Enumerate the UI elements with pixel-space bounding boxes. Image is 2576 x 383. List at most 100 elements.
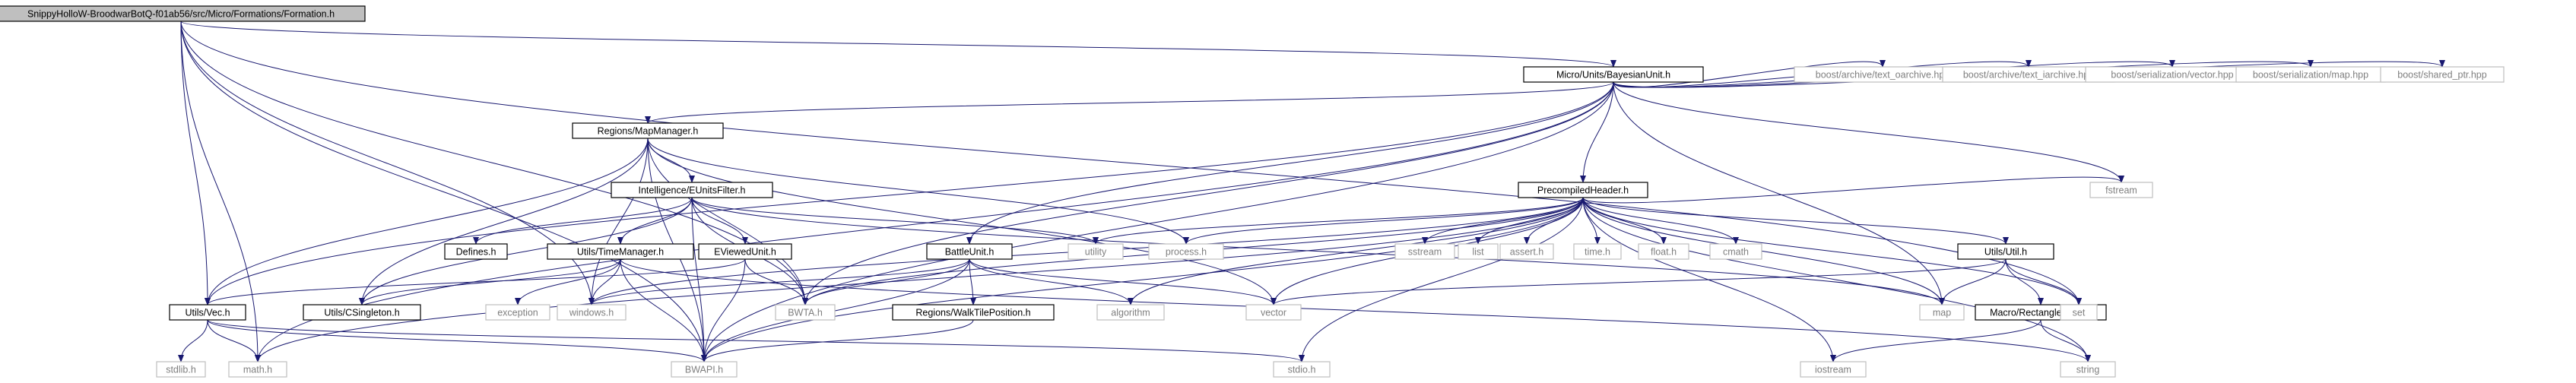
edge-battle-to-walktile <box>969 258 976 305</box>
edge-precomp-to-float <box>1582 197 1667 245</box>
node-fstream-box <box>2089 182 2153 198</box>
node-list-box <box>1458 243 1499 260</box>
node-set: set <box>2060 304 2098 321</box>
edge-mapmgr-to-vec <box>205 138 649 305</box>
node-utility-label: utility <box>1085 246 1107 257</box>
node-bayes-box <box>1523 66 1704 83</box>
node-eviewed-box <box>698 243 792 260</box>
edge-vec-to-stdio <box>207 319 1305 362</box>
node-utility-box <box>1068 243 1124 260</box>
node-map-box <box>1919 304 1965 321</box>
node-bmap: boost/serialization/map.hpp <box>2235 66 2386 83</box>
edge-precomp-to-sstream <box>1422 197 1584 245</box>
edge-eviewed-to-vec <box>205 258 746 305</box>
node-timemgr-box <box>547 243 694 260</box>
node-bwta: BWTA.h <box>775 304 836 321</box>
nodes-layer: SnippyHolloW-BroodwarBotQ-f01ab56/src/Mi… <box>0 5 2505 378</box>
node-string: string <box>2060 361 2116 378</box>
node-bvector: boost/serialization/vector.hpp <box>2085 66 2260 83</box>
node-sstream: sstream <box>1394 243 1455 260</box>
node-bwta-label: BWTA.h <box>788 307 823 318</box>
node-toarch-label: boost/archive/text_oarchive.hpp <box>1816 69 1950 80</box>
node-eviewed[interactable]: EViewedUnit.h <box>698 243 792 260</box>
node-bwapi: BWAPI.h <box>671 361 738 378</box>
node-precomp-box <box>1518 182 1648 198</box>
edge-precomp-to-stdio <box>1299 197 1584 362</box>
node-vector-box <box>1245 304 1302 321</box>
node-bwapi-box <box>671 361 738 378</box>
node-cmath-label: cmath <box>1723 246 1749 257</box>
node-eunits[interactable]: Intelligence/EUnitsFilter.h <box>611 182 773 198</box>
node-toarch: boost/archive/text_oarchive.hpp <box>1794 66 1972 83</box>
node-vec-label: Utils/Vec.h <box>185 307 230 318</box>
node-stdlib: stdlib.h <box>156 361 206 378</box>
node-iostream-box <box>1800 361 1867 378</box>
node-timemgr-label: Utils/TimeManager.h <box>577 246 664 257</box>
edge-bayes-to-bwta <box>802 81 1614 305</box>
edge-utilsutil-to-rectarr <box>2005 258 2044 305</box>
node-precomp[interactable]: PrecompiledHeader.h <box>1518 182 1648 198</box>
edge-battle-to-windows <box>588 258 970 305</box>
node-map-label: map <box>1933 307 1951 318</box>
node-process-label: process.h <box>1166 246 1207 257</box>
node-root[interactable]: SnippyHolloW-BroodwarBotQ-f01ab56/src/Mi… <box>0 5 366 22</box>
node-utilsutil[interactable]: Utils/Util.h <box>1957 243 2054 260</box>
edge-utilsutil-to-vector <box>1271 258 2007 305</box>
node-string-box <box>2060 361 2116 378</box>
node-walktile-label: Regions/WalkTilePosition.h <box>915 307 1030 318</box>
node-float-label: float.h <box>1651 246 1677 257</box>
edge-eviewed-to-bwapi <box>701 258 746 362</box>
edge-timemgr-to-csingleton <box>359 258 621 305</box>
node-walktile-box <box>892 304 1055 321</box>
node-float: float.h <box>1638 243 1689 260</box>
node-vector-label: vector <box>1261 307 1286 318</box>
node-time-label: time.h <box>1585 246 1610 257</box>
edge-vec-to-math <box>207 319 261 362</box>
node-eunits-label: Intelligence/EUnitsFilter.h <box>638 185 745 195</box>
edge-vec-to-stdlib <box>178 319 208 362</box>
node-defines[interactable]: Defines.h <box>444 243 508 260</box>
node-string-label: string <box>2076 364 2100 375</box>
edge-bayes-to-bwapi <box>701 81 1614 362</box>
edge-timemgr-to-exception <box>515 258 621 305</box>
node-vec-box <box>169 304 246 321</box>
node-assert: assert.h <box>1499 243 1554 260</box>
node-bayes[interactable]: Micro/Units/BayesianUnit.h <box>1523 66 1704 83</box>
edge-utilsutil-to-set <box>2005 258 2082 305</box>
node-timemgr[interactable]: Utils/TimeManager.h <box>547 243 694 260</box>
node-battle-box <box>926 243 1013 260</box>
edge-root-to-vec <box>180 21 211 305</box>
node-bvector-label: boost/serialization/vector.hpp <box>2111 69 2233 80</box>
node-csingleton[interactable]: Utils/CSingleton.h <box>303 304 421 321</box>
node-mapmgr-box <box>572 122 724 139</box>
node-utilsutil-label: Utils/Util.h <box>1984 246 2027 257</box>
node-list: list <box>1458 243 1499 260</box>
edge-precomp-to-set <box>1582 197 2082 305</box>
node-exception-box <box>485 304 550 321</box>
node-math-box <box>228 361 287 378</box>
node-utility: utility <box>1068 243 1124 260</box>
edge-precomp-to-fstream <box>1582 175 2124 204</box>
node-mapmgr[interactable]: Regions/MapManager.h <box>572 122 724 139</box>
node-eviewed-label: EViewedUnit.h <box>714 246 776 257</box>
edge-bayes-to-battle <box>966 81 1614 245</box>
node-math-label: math.h <box>243 364 272 375</box>
edge-battle-to-algorithm <box>969 258 1134 305</box>
edge-precomp-to-cmath <box>1582 197 1739 245</box>
node-vec[interactable]: Utils/Vec.h <box>169 304 246 321</box>
node-battle[interactable]: BattleUnit.h <box>926 243 1013 260</box>
node-root-label: SnippyHolloW-BroodwarBotQ-f01ab56/src/Mi… <box>27 8 335 19</box>
edge-mapmgr-to-windows <box>588 138 649 305</box>
edge-timemgr-to-string <box>620 258 2091 362</box>
edge-vec-to-bwapi <box>207 319 707 362</box>
node-eunits-box <box>611 182 773 198</box>
node-tiarch-label: boost/archive/text_iarchive.hpp <box>1963 69 2094 80</box>
node-sharedptr: boost/shared_ptr.hpp <box>2380 66 2505 83</box>
edge-eunits-to-utility <box>691 197 1099 245</box>
edge-mapmgr-to-bwta <box>647 138 808 305</box>
node-walktile[interactable]: Regions/WalkTilePosition.h <box>892 304 1055 321</box>
node-csingleton-label: Utils/CSingleton.h <box>324 307 399 318</box>
node-stdlib-box <box>156 361 206 378</box>
edge-precomp-to-utility <box>1093 197 1584 245</box>
edge-root-to-bwapi <box>180 21 707 362</box>
